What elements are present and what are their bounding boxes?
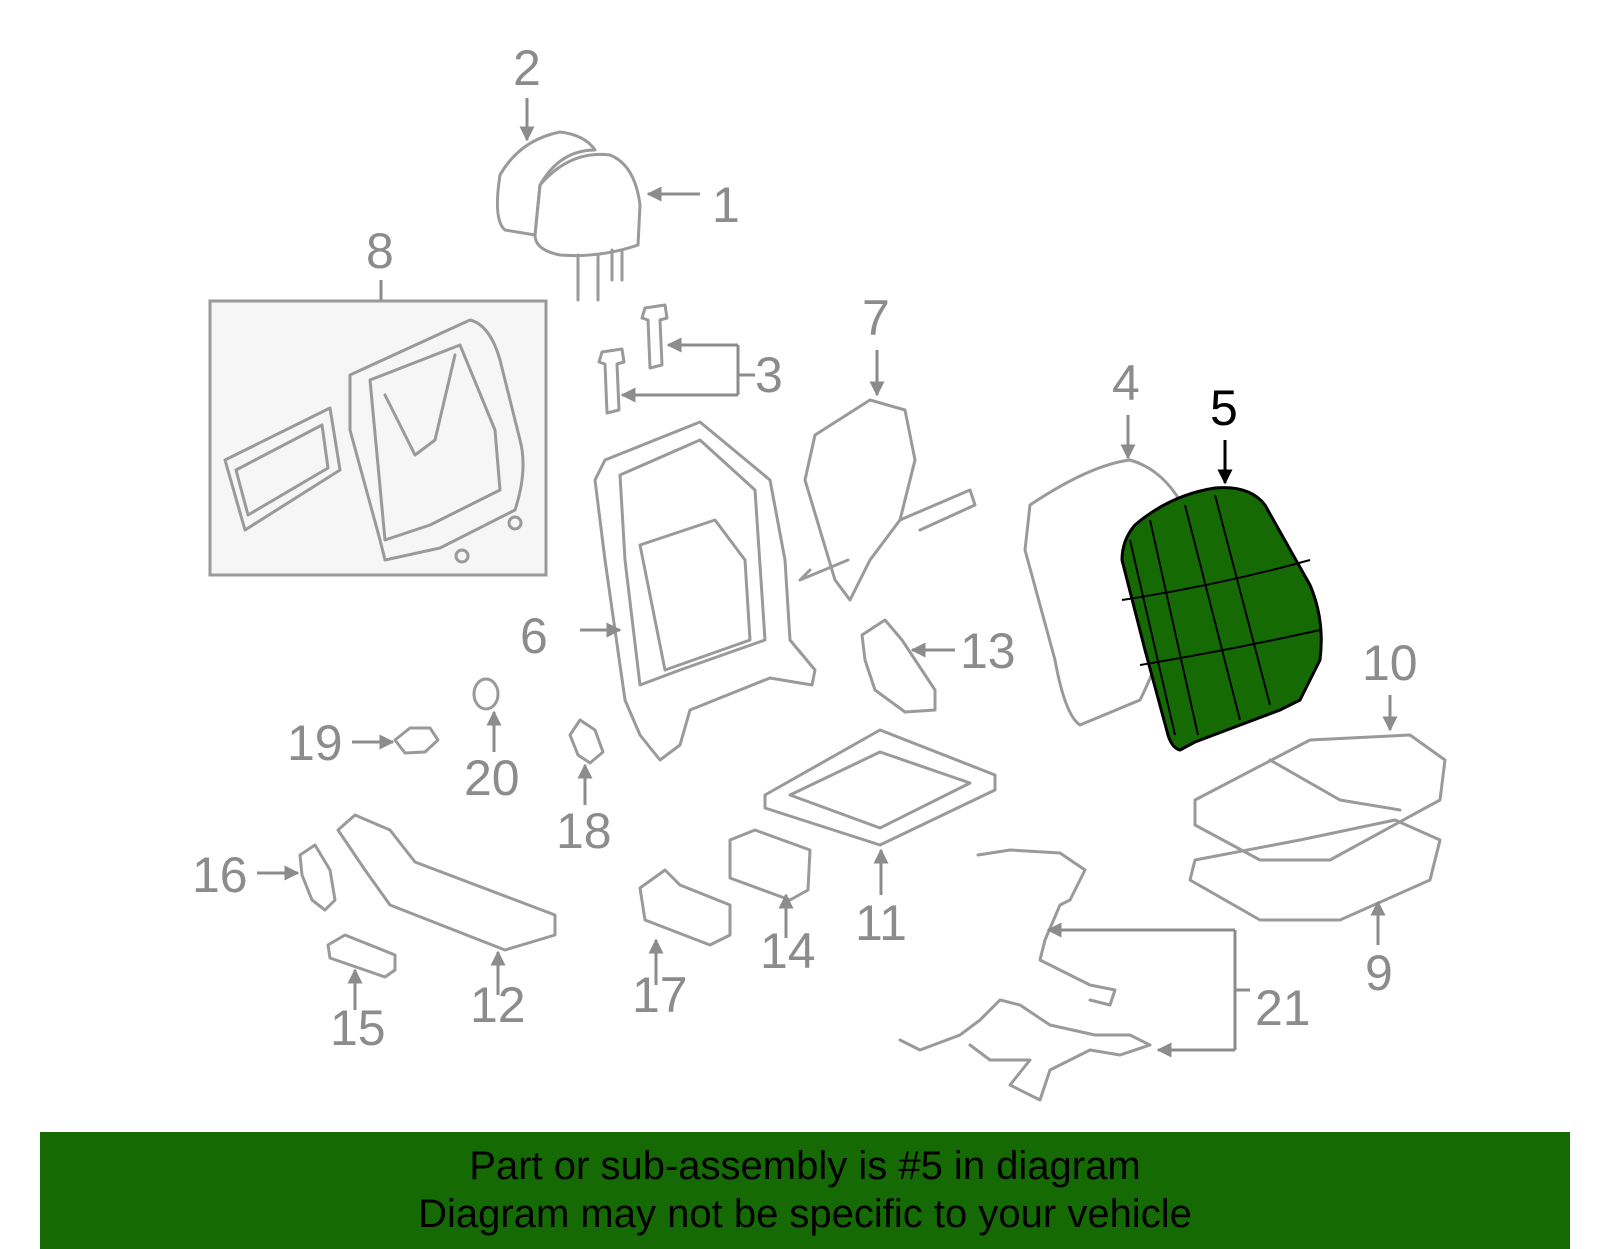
part-1-headrest[interactable] [533, 152, 642, 302]
part-9-seat-cushion-pad[interactable] [1188, 818, 1442, 922]
callout-4[interactable]: 4 [1112, 355, 1140, 411]
callout-5[interactable]: 5 [1210, 380, 1238, 436]
callout-16[interactable]: 16 [192, 847, 248, 903]
part-6-seat-back-frame[interactable] [593, 420, 817, 762]
part-12-side-shield[interactable] [336, 813, 557, 952]
callout-1[interactable]: 1 [712, 177, 740, 233]
part-10-seat-cushion-cover[interactable] [1193, 733, 1447, 862]
part-16-knob[interactable] [298, 843, 337, 912]
part-7-lumbar-support[interactable] [798, 398, 977, 602]
callout-21[interactable]: 21 [1255, 980, 1311, 1036]
part-2-headrest-guide[interactable] [495, 130, 597, 237]
callout-9[interactable]: 9 [1365, 945, 1393, 1001]
part-19-clip[interactable] [393, 726, 440, 755]
part-5-seat-back-cover[interactable] [1120, 486, 1323, 752]
part-11-cushion-frame[interactable] [763, 728, 997, 847]
part-13-recliner-cover[interactable] [860, 618, 937, 714]
callout-7[interactable]: 7 [862, 290, 890, 346]
callout-15[interactable]: 15 [330, 1000, 386, 1056]
leader-lines [257, 98, 1398, 1058]
callout-19[interactable]: 19 [287, 715, 343, 771]
callout-3[interactable]: 3 [755, 347, 783, 403]
callout-labels: 1 2 3 4 5 6 7 8 9 10 11 12 13 14 15 16 1… [192, 40, 1418, 1056]
info-line-disclaimer: Diagram may not be specific to your vehi… [418, 1192, 1192, 1236]
part-8-seat-back-cover-kit[interactable] [208, 299, 548, 577]
callout-11[interactable]: 11 [855, 895, 907, 951]
info-banner: Part or sub-assembly is #5 in diagram Di… [40, 1132, 1570, 1249]
callout-2[interactable]: 2 [513, 40, 541, 96]
part-21-wire-harness[interactable] [898, 848, 1152, 1102]
callout-17[interactable]: 17 [632, 967, 688, 1023]
part-18-cap[interactable] [568, 718, 605, 765]
part-20-ring[interactable] [472, 677, 500, 711]
callout-18[interactable]: 18 [556, 803, 612, 859]
part-17-bracket[interactable] [638, 868, 732, 947]
callout-14[interactable]: 14 [760, 923, 816, 979]
callout-12[interactable]: 12 [470, 977, 526, 1033]
part-15-trim[interactable] [326, 933, 397, 979]
callout-6[interactable]: 6 [520, 608, 548, 664]
callout-20[interactable]: 20 [464, 750, 520, 806]
callout-10[interactable]: 10 [1362, 635, 1418, 691]
callout-8[interactable]: 8 [366, 223, 394, 279]
info-line-part: Part or sub-assembly is #5 in diagram [469, 1144, 1141, 1188]
callout-13[interactable]: 13 [960, 623, 1016, 679]
part-14-block[interactable] [728, 828, 812, 902]
part-3-guide-pins[interactable] [597, 303, 669, 415]
